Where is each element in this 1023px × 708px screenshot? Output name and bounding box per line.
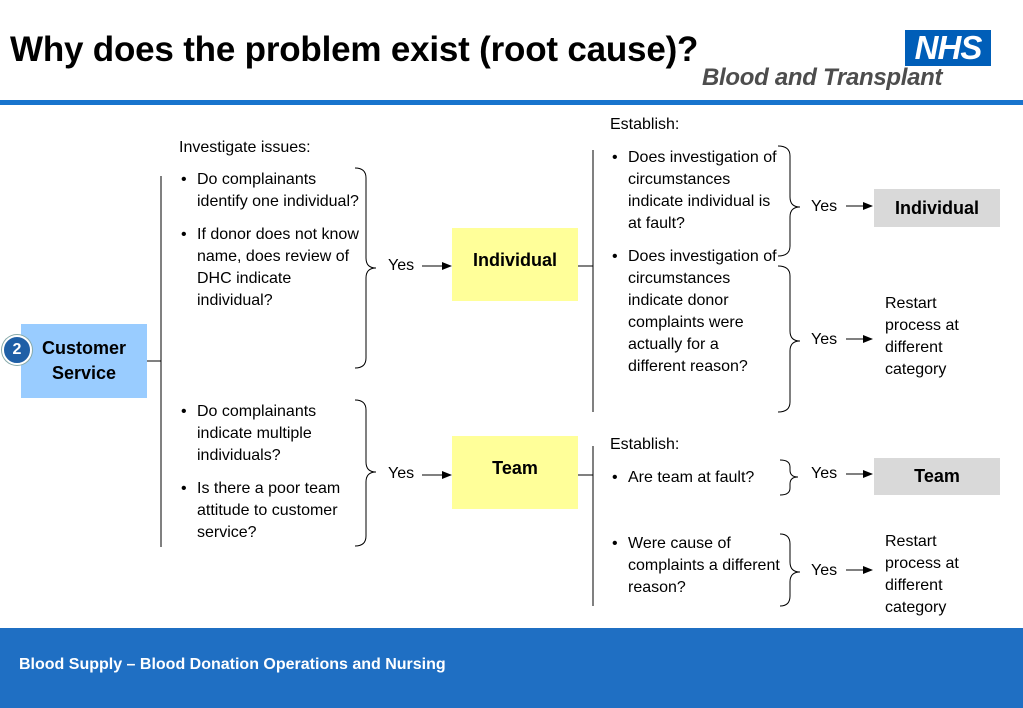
brace-right-2 [777,265,801,413]
establish-block-bottom-2: Were cause of complaints a different rea… [610,533,780,610]
customer-service-box: Customer Service [21,324,147,398]
logo-subtitle: Blood and Transplant [702,64,943,91]
list-item: Do complainants identify one individual? [179,169,359,213]
yes-label: Yes [811,198,838,215]
yes-label: Yes [811,562,838,579]
brace-right-1 [777,145,801,257]
nhs-logo: NHS [905,30,991,66]
list-item: Were cause of complaints a different rea… [610,533,780,599]
investigate-heading: Investigate issues: [179,139,311,156]
header-divider [0,100,1023,105]
establish-block-bottom: Establish: Are team at fault? [610,434,790,500]
start-label-line1: Customer [41,338,126,358]
start-label-line2: Service [51,363,117,383]
step-number-badge: 2 [2,335,32,365]
individual-box: Individual [452,228,578,301]
list-item: If donor does not know name, does review… [179,224,359,312]
brace-left-group1 [354,167,377,369]
outcome-individual-box: Individual [874,189,1000,227]
page-title: Why does the problem exist (root cause)? [10,30,699,69]
yes-label: Yes [811,465,838,482]
restart-note: Restart process at different category [885,533,959,616]
investigate-block-team: Do complainants indicate multiple indivi… [179,401,359,555]
yes-label: Yes [811,331,838,348]
outcome-team-box: Team [874,458,1000,495]
list-item: Are team at fault? [610,467,790,489]
footer-bar [0,628,1023,708]
brace-right-3 [779,459,799,496]
investigate-block: Investigate issues: Do complainants iden… [179,137,359,323]
brace-left-group2 [354,399,377,547]
list-item: Does investigation of circumstances indi… [610,147,780,235]
yes-label: Yes [388,257,415,274]
footer-text: Blood Supply – Blood Donation Operations… [19,656,446,673]
establish-block-top: Establish: Does investigation of circums… [610,114,780,389]
restart-note: Restart process at different category [885,295,959,378]
establish-heading: Establish: [610,436,680,453]
brace-right-4 [779,533,801,607]
list-item: Does investigation of circumstances indi… [610,246,780,378]
team-box: Team [452,436,578,509]
list-item: Is there a poor team attitude to custome… [179,478,359,544]
establish-heading: Establish: [610,116,680,133]
list-item: Do complainants indicate multiple indivi… [179,401,359,467]
yes-label: Yes [388,465,415,482]
